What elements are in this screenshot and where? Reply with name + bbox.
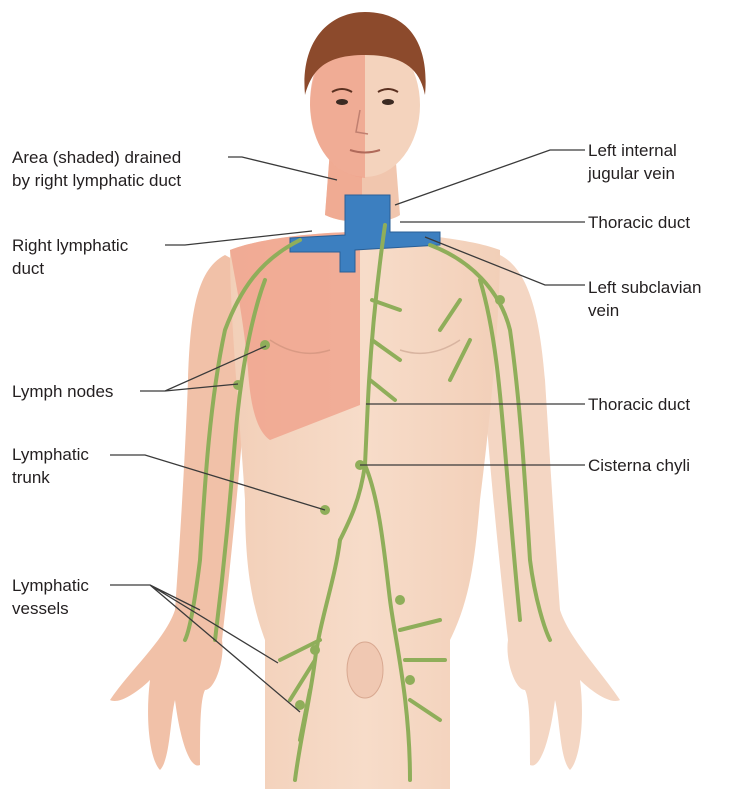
label-left-internal-jugular-vein: Left internal jugular vein	[588, 139, 677, 185]
label-right-lymphatic-duct-line2: duct	[12, 257, 128, 280]
label-lymph-nodes: Lymph nodes	[12, 380, 113, 403]
label-thoracic-duct-lower: Thoracic duct	[588, 393, 690, 416]
label-lymphatic-vessels-line1: Lymphatic	[12, 574, 89, 597]
label-left-subclavian-vein-line2: vein	[588, 299, 701, 322]
label-lymphatic-trunk-line2: trunk	[12, 466, 89, 489]
body-silhouette	[110, 12, 620, 789]
label-lymph-nodes-line1: Lymph nodes	[12, 380, 113, 403]
label-thoracic-duct-upper-line1: Thoracic duct	[588, 211, 690, 234]
label-lymphatic-vessels-line2: vessels	[12, 597, 89, 620]
label-lymphatic-vessels: Lymphatic vessels	[12, 574, 89, 620]
label-thoracic-duct-upper: Thoracic duct	[588, 211, 690, 234]
label-lymphatic-trunk: Lymphatic trunk	[12, 443, 89, 489]
label-left-subclavian-vein-line1: Left subclavian	[588, 276, 701, 299]
label-area-shaded-line1: Area (shaded) drained	[12, 146, 181, 169]
label-area-shaded-line2: by right lymphatic duct	[12, 169, 181, 192]
label-right-lymphatic-duct: Right lymphatic duct	[12, 234, 128, 280]
label-thoracic-duct-lower-line1: Thoracic duct	[588, 393, 690, 416]
label-left-internal-jugular-vein-line2: jugular vein	[588, 162, 677, 185]
label-area-shaded: Area (shaded) drained by right lymphatic…	[12, 146, 181, 192]
label-cisterna-chyli: Cisterna chyli	[588, 454, 690, 477]
label-right-lymphatic-duct-line1: Right lymphatic	[12, 234, 128, 257]
label-lymphatic-trunk-line1: Lymphatic	[12, 443, 89, 466]
label-left-internal-jugular-vein-line1: Left internal	[588, 139, 677, 162]
label-cisterna-chyli-line1: Cisterna chyli	[588, 454, 690, 477]
label-left-subclavian-vein: Left subclavian vein	[588, 276, 701, 322]
